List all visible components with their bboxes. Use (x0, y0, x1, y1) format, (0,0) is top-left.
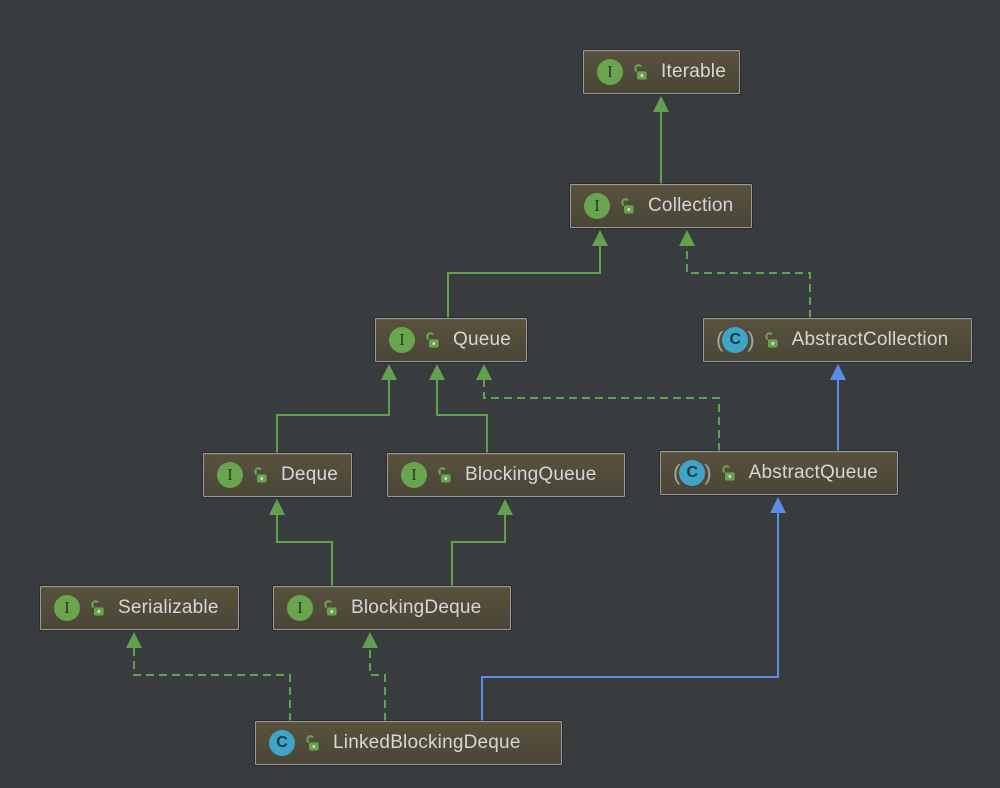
edge-blocking-deque-extends-blocking-queue (451, 499, 513, 586)
interface-icon: I (401, 462, 427, 488)
public-open-lock-icon (632, 63, 649, 81)
public-open-lock-icon (436, 466, 453, 484)
public-open-lock-icon (304, 734, 321, 752)
abstract-paren-left: ( (673, 460, 681, 485)
class-node-blocking-deque[interactable]: I BlockingDeque (273, 586, 511, 630)
class-name-label: LinkedBlockingDeque (333, 732, 521, 753)
edge-abstract-queue-implements-queue (476, 364, 720, 451)
abstract-class-icon: (C) (673, 460, 712, 486)
public-open-lock-icon (763, 331, 780, 349)
abstract-paren-left: ( (716, 327, 724, 352)
interface-icon: I (584, 193, 610, 219)
arrowhead-extends (653, 96, 669, 112)
public-open-lock-icon (89, 599, 106, 617)
interface-icon: I (389, 327, 415, 353)
arrowhead-extends (381, 364, 397, 380)
edge-abstract-queue-extends-abstract-collection (830, 364, 846, 451)
edge-linked-blocking-deque-implements-blocking-deque (362, 632, 386, 721)
arrowhead-implements (679, 230, 695, 246)
abstract-class-icon: (C) (716, 327, 755, 353)
interface-icon: I (54, 595, 80, 621)
arrowhead-extends (770, 497, 786, 513)
class-name-label: AbstractCollection (791, 329, 949, 350)
abstract-paren-right: ) (747, 327, 755, 352)
arrowhead-extends (592, 230, 608, 246)
class-icon: C (269, 730, 295, 756)
public-open-lock-icon (619, 197, 636, 215)
public-open-lock-icon (720, 464, 737, 482)
class-name-label: Serializable (118, 597, 219, 618)
abstract-paren-right: ) (704, 460, 712, 485)
class-name-label: Collection (648, 195, 734, 216)
class-node-abstract-queue[interactable]: (C) AbstractQueue (660, 451, 898, 495)
class-node-deque[interactable]: I Deque (203, 453, 352, 497)
interface-icon: I (217, 462, 243, 488)
edge-queue-extends-collection (447, 230, 608, 318)
arrowhead-implements (126, 632, 142, 648)
class-node-serializable[interactable]: I Serializable (40, 586, 239, 630)
edge-linked-blocking-deque-extends-abstract-queue (481, 497, 786, 721)
class-name-label: AbstractQueue (748, 462, 878, 483)
class-name-label: Iterable (661, 61, 726, 82)
arrowhead-implements (362, 632, 378, 648)
class-node-blocking-queue[interactable]: I BlockingQueue (387, 453, 625, 497)
arrowhead-extends (429, 364, 445, 380)
arrowhead-extends (830, 364, 846, 380)
class-name-label: Queue (453, 329, 512, 350)
edge-linked-blocking-deque-implements-serializable (126, 632, 291, 721)
class-node-queue[interactable]: I Queue (375, 318, 527, 362)
class-node-iterable[interactable]: I Iterable (583, 50, 740, 94)
class-node-abstract-collection[interactable]: (C) AbstractCollection (703, 318, 972, 362)
arrowhead-extends (497, 499, 513, 515)
class-node-collection[interactable]: I Collection (570, 184, 752, 228)
arrowhead-extends (269, 499, 285, 515)
interface-icon: I (287, 595, 313, 621)
class-name-label: Deque (281, 464, 338, 485)
class-node-linked-blocking-deque[interactable]: C LinkedBlockingDeque (255, 721, 562, 765)
public-open-lock-icon (424, 331, 441, 349)
edge-abstract-collection-implements-collection (679, 230, 811, 318)
class-name-label: BlockingQueue (465, 464, 597, 485)
interface-icon: I (597, 59, 623, 85)
edge-blocking-deque-extends-deque (269, 499, 333, 586)
arrowhead-implements (476, 364, 492, 380)
class-name-label: BlockingDeque (351, 597, 482, 618)
public-open-lock-icon (322, 599, 339, 617)
edge-collection-extends-iterable (653, 96, 669, 184)
public-open-lock-icon (252, 466, 269, 484)
edge-deque-extends-queue (276, 364, 397, 453)
edge-blocking-queue-extends-queue (429, 364, 488, 453)
